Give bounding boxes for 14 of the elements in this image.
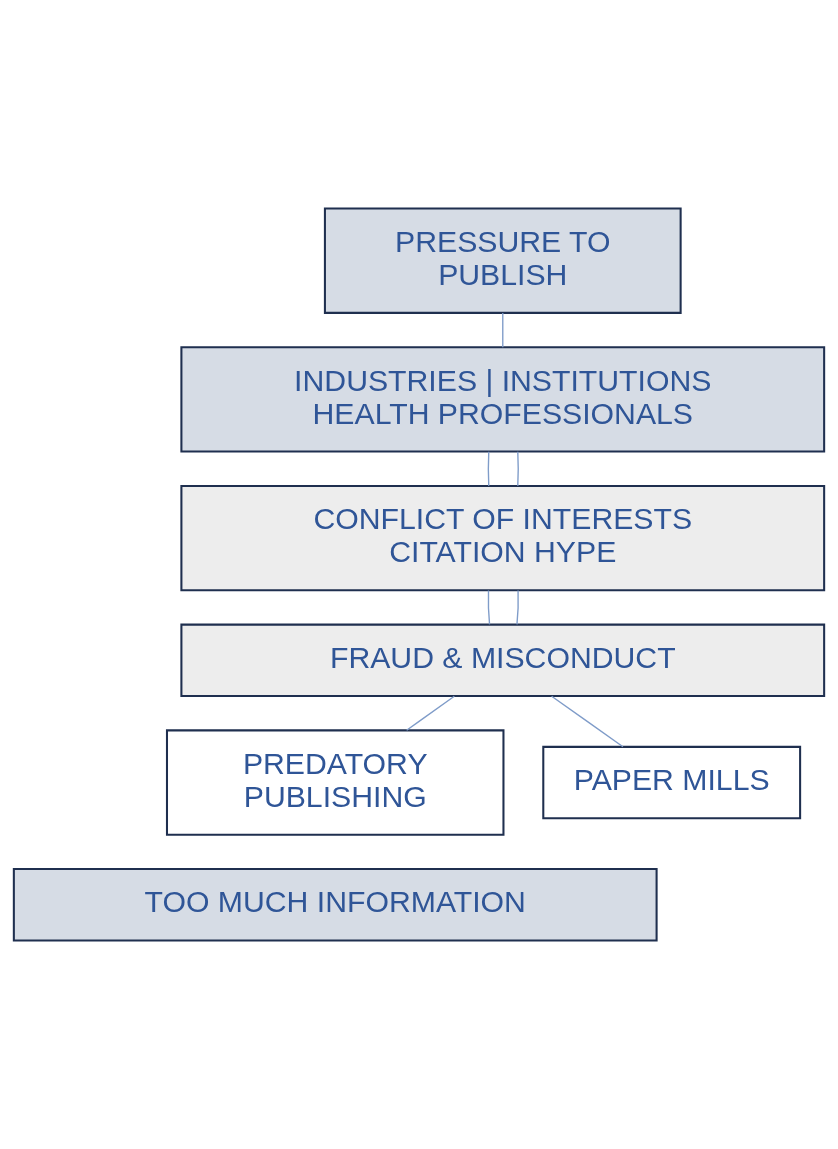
node-box: FRAUD & MISCONDUCT <box>180 623 826 698</box>
node-box: TOO MUCH INFORMATION <box>12 868 658 942</box>
node-box: PAPER MILLS <box>542 745 802 820</box>
connector <box>487 589 491 626</box>
connector <box>502 312 504 348</box>
node-box: PREDATORY PUBLISHING <box>165 729 505 836</box>
node-box: CONFLICT OF INTERESTS CITATION HYPE <box>180 484 826 592</box>
node-box: INDUSTRIES | INSTITUTIONS HEALTH PROFESSIONALS <box>180 346 826 453</box>
connector <box>550 695 624 748</box>
connector <box>405 695 455 731</box>
connector <box>516 589 519 626</box>
connector <box>517 451 519 487</box>
node-box: PRESSURE TO PUBLISH <box>323 207 682 314</box>
connector <box>487 451 490 487</box>
